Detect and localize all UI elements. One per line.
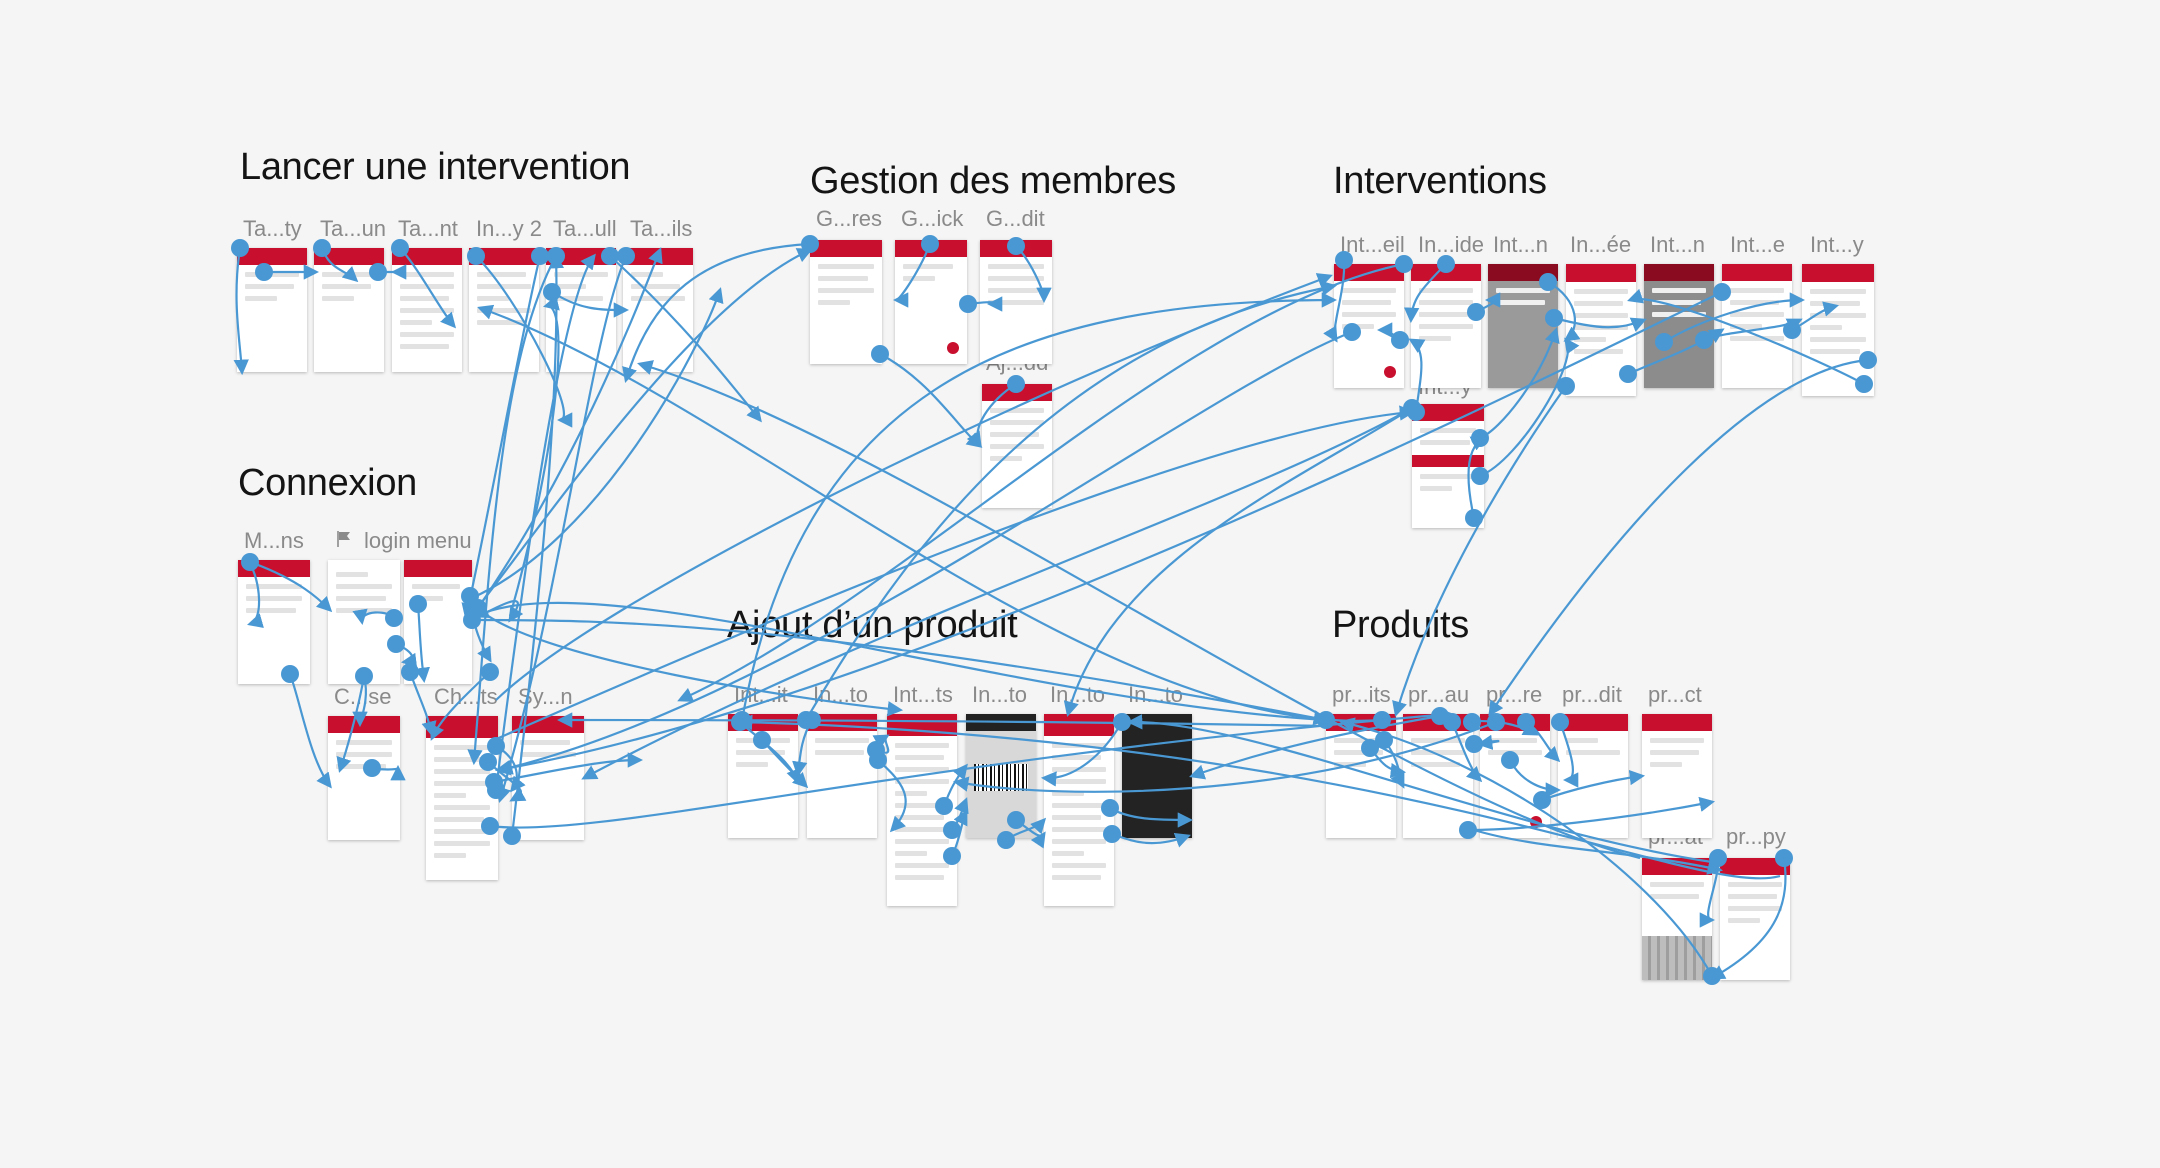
screen-thumbnail[interactable] (623, 248, 693, 372)
screen-thumbnail[interactable] (966, 714, 1036, 838)
frame-label[interactable]: In...to (1128, 682, 1184, 707)
screen-thumbnail[interactable] (1802, 264, 1874, 396)
screen-thumbnail[interactable] (469, 248, 539, 372)
screen-thumbnail[interactable] (328, 560, 400, 684)
prototype-connection-line[interactable] (471, 599, 524, 623)
frame-label[interactable]: In...to (972, 682, 1028, 707)
frame-label[interactable]: login menu (364, 528, 472, 553)
screen-thumbnail[interactable] (238, 560, 310, 684)
section-title-gestion: Gestion des membres (810, 160, 1177, 202)
frame-label[interactable]: Sy...n (518, 684, 573, 709)
frame-label[interactable]: pr...dit (1562, 682, 1622, 707)
screen-thumbnail[interactable] (980, 240, 1052, 364)
frame-label[interactable]: Int...n (1493, 232, 1549, 257)
frame-label[interactable]: G...res (816, 206, 883, 231)
frame-label[interactable]: Int...e (1730, 232, 1786, 257)
frame-label[interactable]: Ta...ils (630, 216, 693, 241)
screen-thumbnail[interactable] (982, 384, 1052, 508)
frame-label[interactable]: pr...py (1726, 824, 1786, 849)
screen-thumbnail[interactable] (512, 716, 584, 840)
flag-icon (337, 531, 350, 547)
frame-label[interactable]: pr...ct (1648, 682, 1702, 707)
screen-thumbnail[interactable] (1411, 264, 1481, 388)
screen-thumbnail[interactable] (1644, 264, 1714, 388)
screen-thumbnail[interactable] (1642, 714, 1712, 838)
screen-thumbnail[interactable] (546, 248, 616, 372)
frame-label[interactable]: Ta...nt (398, 216, 458, 241)
section-title-produits: Produits (1332, 604, 1470, 646)
section-title-connexion: Connexion (238, 462, 417, 504)
screen-thumbnail[interactable] (1642, 858, 1712, 980)
screen-thumbnail[interactable] (392, 248, 462, 372)
prototype-connection-line[interactable] (805, 280, 1338, 721)
screen-thumbnail[interactable] (1122, 714, 1192, 838)
screen-thumbnail[interactable] (314, 248, 384, 372)
screen-thumbnail[interactable] (328, 716, 400, 840)
screen-thumbnail[interactable] (1558, 714, 1628, 838)
screen-thumbnail[interactable] (1326, 714, 1396, 838)
frame-label[interactable]: Ta...ty (243, 216, 302, 241)
screen-thumbnail[interactable] (404, 560, 472, 684)
section-title-ajout: Ajout d’un produit (727, 604, 1018, 646)
connection-start-point-icon[interactable] (481, 663, 499, 681)
screen-thumbnail[interactable] (1044, 714, 1114, 906)
screen-thumbnail[interactable] (1720, 858, 1790, 980)
frame-label[interactable]: Int...ts (893, 682, 953, 707)
frame-label[interactable]: In...to (1050, 682, 1106, 707)
frame-label[interactable]: M...ns (244, 528, 304, 553)
frame-label[interactable]: Int...it (734, 682, 788, 707)
frame-label[interactable]: Int...eil (1340, 232, 1405, 257)
frame-label[interactable]: pr...its (1332, 682, 1391, 707)
section-title-interventions: Interventions (1333, 160, 1547, 202)
screen-thumbnail[interactable] (807, 714, 877, 838)
prototype-connection-line[interactable] (1063, 407, 1413, 717)
prototype-connection-line[interactable] (468, 595, 492, 663)
screen-thumbnail[interactable] (887, 714, 957, 906)
frame-label[interactable]: Ch...ts (434, 684, 498, 709)
frame-label[interactable]: C...se (334, 684, 392, 709)
frame-label[interactable]: Ta...un (320, 216, 387, 241)
frame-label[interactable]: G...ick (901, 206, 964, 231)
prototype-connection-line[interactable] (1488, 358, 1869, 717)
frame-label[interactable]: pr...re (1486, 682, 1543, 707)
screen-thumbnail[interactable] (810, 240, 882, 364)
frame-label[interactable]: In...ée (1570, 232, 1632, 257)
screen-thumbnail[interactable] (1403, 714, 1473, 838)
frame-label[interactable]: In...to (813, 682, 869, 707)
frame-label[interactable]: In...y 2 (476, 216, 543, 241)
screen-thumbnail[interactable] (1566, 264, 1636, 396)
screen-thumbnail[interactable] (1488, 264, 1558, 388)
screen-thumbnail[interactable] (237, 248, 307, 372)
screen-thumbnail[interactable] (1334, 264, 1404, 388)
frame-label[interactable]: In...ide (1418, 232, 1485, 257)
prototype-connection-line[interactable] (493, 405, 1416, 742)
screen-thumbnail[interactable] (728, 714, 798, 838)
frame-label[interactable]: Int...y (1810, 232, 1864, 257)
screen-thumbnail[interactable] (1722, 264, 1792, 388)
prototype-connection-line[interactable] (288, 673, 332, 789)
frame-label[interactable]: pr...au (1408, 682, 1470, 707)
prototype-connection-line[interactable] (879, 353, 983, 448)
frame-label[interactable]: G...dit (986, 206, 1045, 231)
frame-label[interactable]: Ta...ull (553, 216, 617, 241)
frame-label[interactable]: Int...n (1650, 232, 1706, 257)
screen-thumbnail[interactable] (895, 240, 967, 364)
screen-thumbnail[interactable] (1412, 404, 1484, 528)
screen-thumbnail[interactable] (426, 716, 498, 880)
screen-thumbnail[interactable] (1480, 714, 1550, 838)
section-title-lancer: Lancer une intervention (240, 146, 631, 188)
